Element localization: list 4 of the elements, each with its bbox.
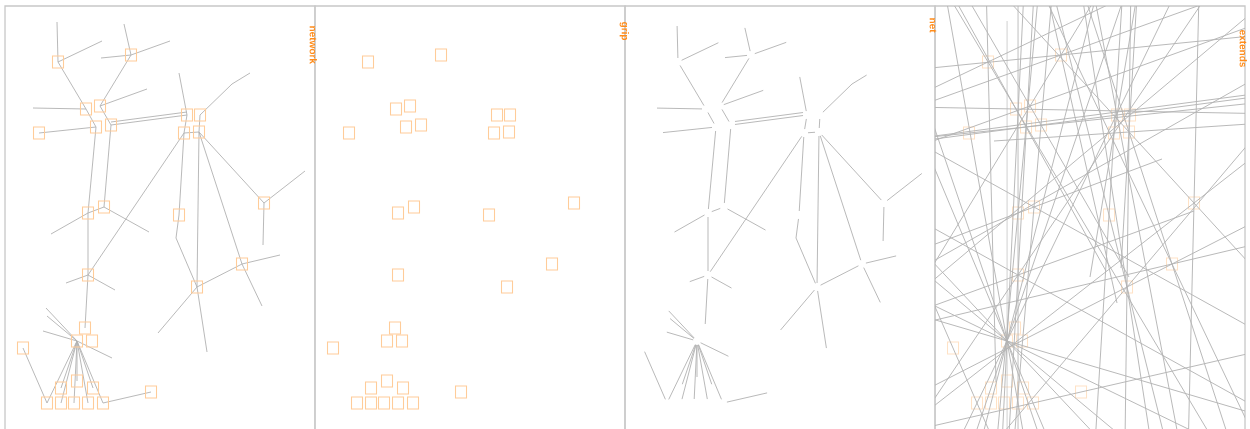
panel-label: net — [929, 18, 937, 33]
panel-label: network — [309, 26, 317, 64]
panel-label: extends — [1239, 30, 1247, 67]
panel-label: grip — [619, 22, 629, 41]
